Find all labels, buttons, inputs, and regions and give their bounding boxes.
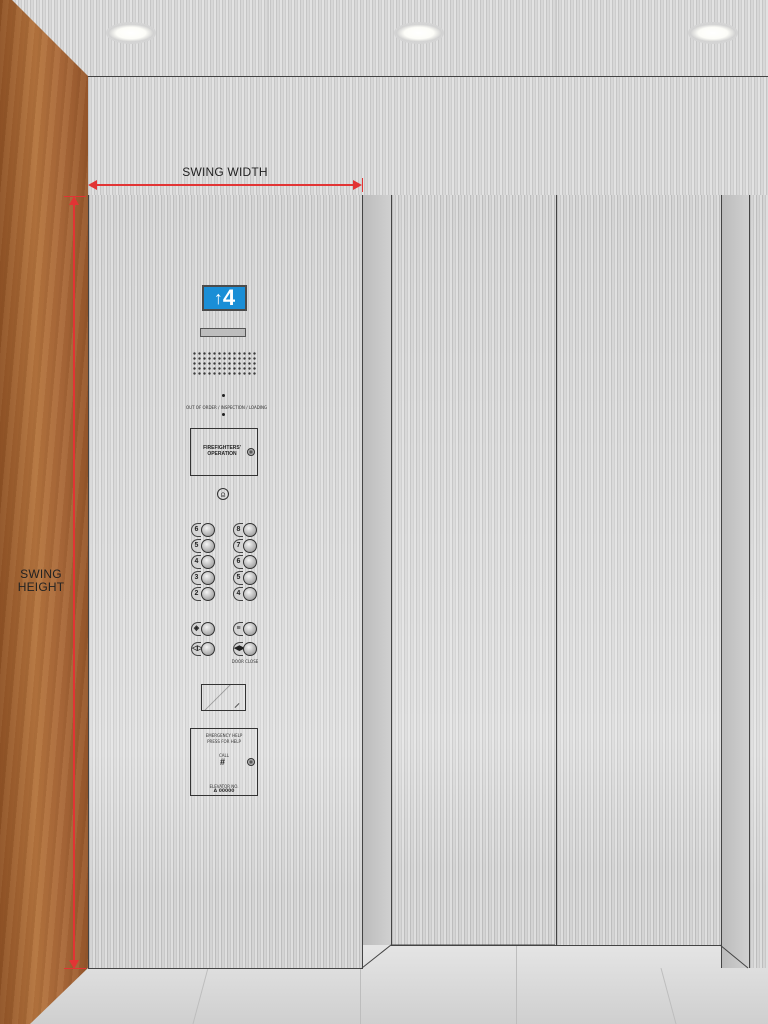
status-led-icon xyxy=(222,394,225,397)
ceiling-light xyxy=(690,24,736,42)
floor-button-4[interactable]: 4 xyxy=(233,587,259,601)
floor-button-7-circle-icon xyxy=(243,539,257,553)
indicator-caption: OUT OF ORDER / INSPECTION / LOADING xyxy=(186,405,268,410)
floor-seam xyxy=(516,945,517,1024)
wall-panel xyxy=(749,195,768,968)
floor-button-5-label: 5 xyxy=(191,539,201,553)
floor-button-5-label: 5 xyxy=(233,571,243,585)
phone-key-icon[interactable] xyxy=(247,758,255,766)
floor-button-6-label: 6 xyxy=(233,555,243,569)
floor-button-5[interactable]: 5 xyxy=(191,539,217,553)
arrow-down-icon xyxy=(69,960,79,969)
phone-caption: EMERGENCY HELP xyxy=(205,733,243,738)
floor-button-4-label: 4 xyxy=(191,555,201,569)
floor-button-6-circle-icon xyxy=(201,523,215,537)
floor-button-8[interactable]: 8 xyxy=(233,523,259,537)
header-panel xyxy=(88,76,768,196)
card-reader[interactable] xyxy=(201,684,246,711)
swing-width-tick xyxy=(362,178,363,192)
phone-sub-caption: PRESS FOR HELP xyxy=(207,739,241,744)
arrow-right-icon xyxy=(353,180,362,190)
swing-width-label: SWING WIDTH xyxy=(182,165,268,179)
floor-button-2-circle-icon xyxy=(201,587,215,601)
floor-number: 4 xyxy=(222,285,236,310)
card-reader-gloss xyxy=(234,703,240,708)
firefighters-label: FIREFIGHTERS' OPERATION xyxy=(199,445,245,457)
phone-footer2: A 00000 xyxy=(213,789,235,794)
alarm-bell-icon[interactable]: ⍝ xyxy=(217,488,229,500)
cop-wall-panel xyxy=(88,195,363,969)
firefighters-panel[interactable]: FIREFIGHTERS' OPERATION xyxy=(190,428,258,476)
phone-footer1: ELEVATOR NO. xyxy=(209,784,239,789)
speaker-grille-icon xyxy=(192,351,256,375)
floor-button-2-label: 2 xyxy=(191,587,201,601)
swing-height-label-line1: SWING xyxy=(20,567,62,581)
function-button-right-0[interactable]: ≡ xyxy=(233,622,259,636)
function-button-left-0-label: ◈ xyxy=(191,622,201,636)
function-button-right-1-circle-icon xyxy=(243,642,257,656)
ceiling-light xyxy=(108,24,154,42)
door-close-caption: DOOR CLOSE xyxy=(231,659,259,664)
floor-button-4-circle-icon xyxy=(243,587,257,601)
function-button-right-0-label: ≡ xyxy=(233,622,243,636)
floor-button-8-label: 8 xyxy=(233,523,243,537)
emergency-phone-panel[interactable]: EMERGENCY HELP PRESS FOR HELP CALL # ELE… xyxy=(190,728,258,796)
swing-height-label: SWING HEIGHT xyxy=(14,568,68,594)
floor-button-6-label: 6 xyxy=(191,523,201,537)
indicator-slot xyxy=(200,328,246,337)
wall-panel xyxy=(556,195,722,946)
floor-button-4-label: 4 xyxy=(233,587,243,601)
phone-hash-symbol: # xyxy=(220,757,226,767)
function-button-left-1-label: ◁▷ xyxy=(191,642,203,656)
floor-button-3[interactable]: 3 xyxy=(191,571,217,585)
floor-button-6-circle-icon xyxy=(243,555,257,569)
floor-button-3-circle-icon xyxy=(201,571,215,585)
swing-height-label-line2: HEIGHT xyxy=(17,580,65,594)
function-button-left-0[interactable]: ◈ xyxy=(191,622,217,636)
function-button-right-1[interactable]: ◀▶ xyxy=(233,642,259,656)
floor-button-3-label: 3 xyxy=(191,571,201,585)
wall-panel xyxy=(391,195,557,946)
floor-seam xyxy=(360,968,361,1024)
ceiling-seam xyxy=(556,0,557,80)
floor-button-5-circle-icon xyxy=(201,539,215,553)
floor-button-7[interactable]: 7 xyxy=(233,539,259,553)
swing-height-line xyxy=(73,200,75,964)
swing-width-line xyxy=(92,184,358,186)
ceiling-seam xyxy=(268,0,269,80)
function-button-left-1[interactable]: ◁▷ xyxy=(191,642,217,656)
floor-button-5-circle-icon xyxy=(243,571,257,585)
floor-button-6[interactable]: 6 xyxy=(233,555,259,569)
up-arrow-icon: ↑ xyxy=(213,288,223,308)
arrow-up-icon xyxy=(69,196,79,205)
arrow-left-icon xyxy=(88,180,97,190)
function-button-left-0-circle-icon xyxy=(201,622,215,636)
swing-height-tick xyxy=(64,196,86,197)
phone-code-label: CALL xyxy=(219,753,229,758)
floor-button-4[interactable]: 4 xyxy=(191,555,217,569)
floor-button-5[interactable]: 5 xyxy=(233,571,259,585)
floor-button-6[interactable]: 6 xyxy=(191,523,217,537)
function-button-right-1-label: ◀▶ xyxy=(233,642,245,656)
function-button-left-1-circle-icon xyxy=(201,642,215,656)
firefighters-label-line2: OPERATION xyxy=(207,451,237,457)
swing-height-tick xyxy=(64,968,86,969)
key-switch-icon[interactable] xyxy=(247,448,255,456)
status-led-icon xyxy=(222,413,225,416)
floor-button-4-circle-icon xyxy=(201,555,215,569)
floor-button-7-label: 7 xyxy=(233,539,243,553)
firefighters-label-line1: FIREFIGHTERS' xyxy=(203,445,241,451)
ceiling-light xyxy=(396,24,442,42)
floor-button-8-circle-icon xyxy=(243,523,257,537)
floor-button-2[interactable]: 2 xyxy=(191,587,217,601)
position-indicator: ↑4 xyxy=(202,285,247,311)
function-button-right-0-circle-icon xyxy=(243,622,257,636)
